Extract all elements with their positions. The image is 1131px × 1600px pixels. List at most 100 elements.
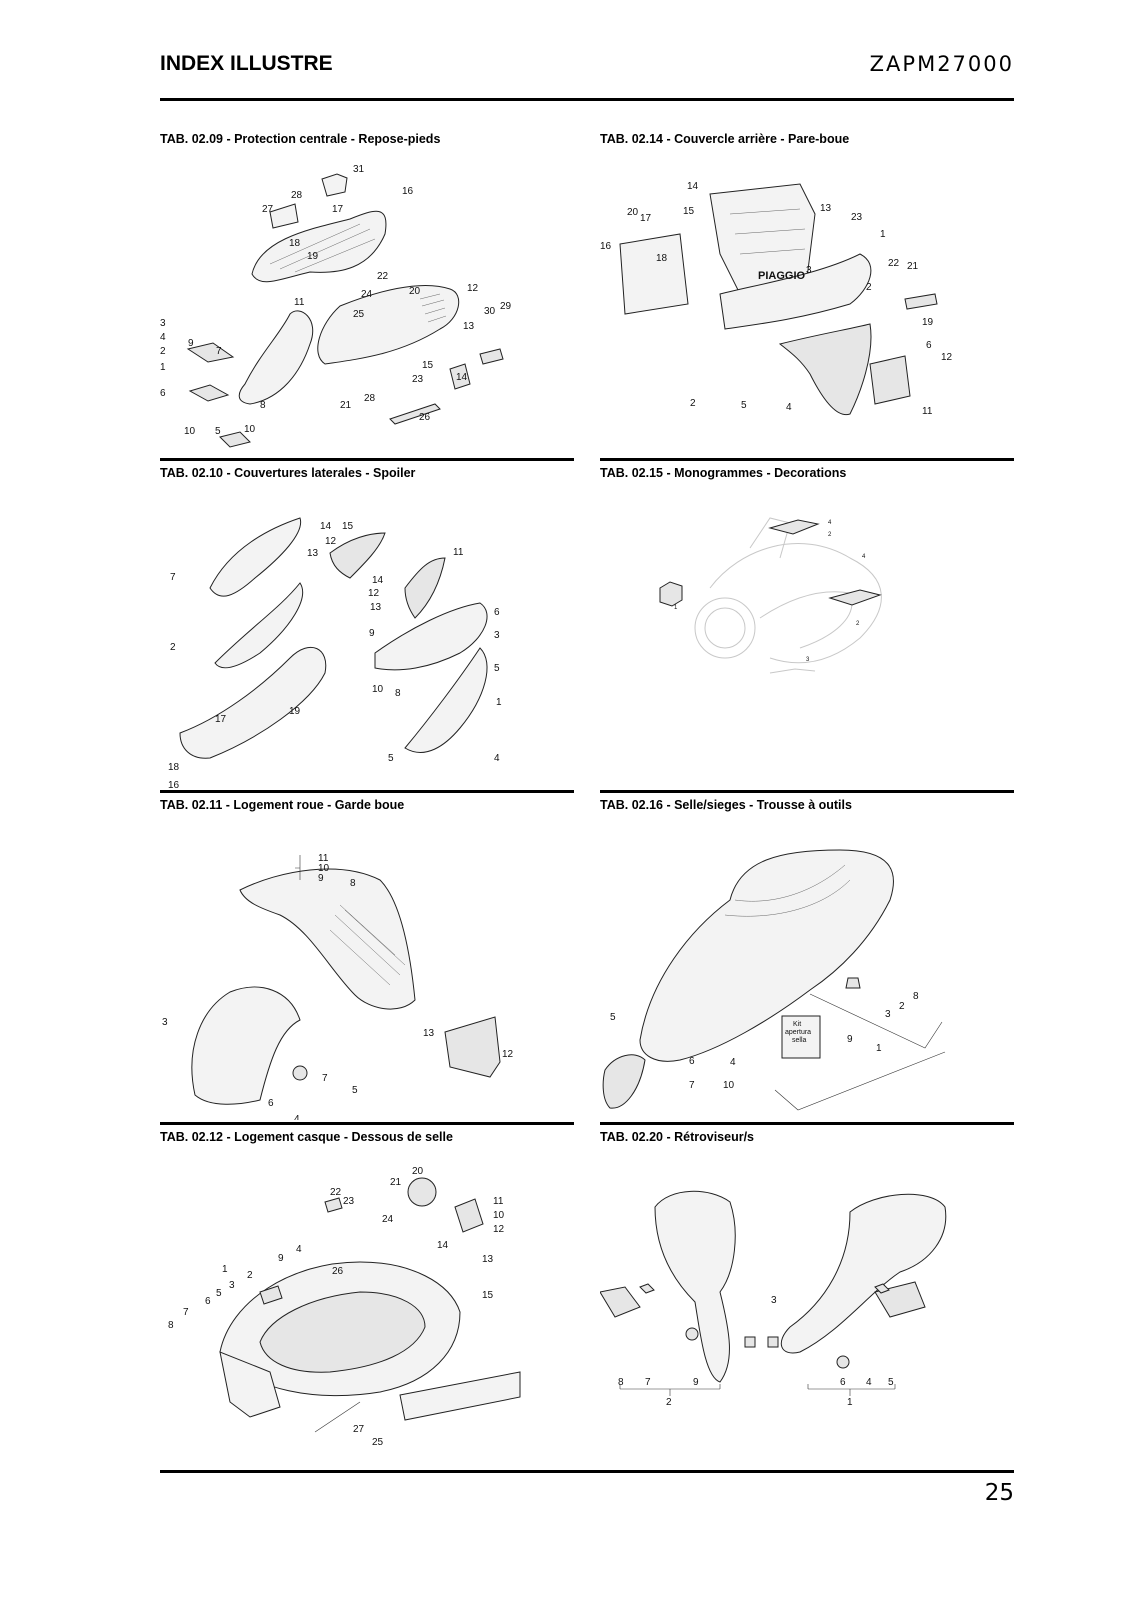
- svg-text:24: 24: [361, 289, 373, 300]
- panel-tab-02-20: TAB. 02.20 - Rétroviseur/s 3 8 7 9 2 6 4…: [600, 1130, 1014, 1448]
- callout-labels: 11 10 9 8 3 13 12 7 5 6 4: [162, 853, 514, 1120]
- callout-labels: 8 2 3 5 9 1 6 4 7 10: [610, 991, 919, 1091]
- page-title: INDEX ILLUSTRE: [160, 52, 333, 75]
- svg-text:11: 11: [922, 406, 933, 417]
- svg-text:13: 13: [820, 203, 832, 214]
- svg-text:apertura: apertura: [785, 1029, 811, 1036]
- svg-text:27: 27: [353, 1424, 365, 1435]
- svg-text:12: 12: [493, 1224, 505, 1235]
- svg-text:15: 15: [422, 360, 434, 371]
- svg-text:25: 25: [372, 1437, 384, 1448]
- svg-text:1: 1: [222, 1264, 228, 1275]
- svg-text:1: 1: [674, 605, 678, 611]
- svg-text:5: 5: [741, 400, 747, 411]
- svg-text:10: 10: [723, 1080, 735, 1091]
- svg-text:21: 21: [907, 261, 919, 272]
- svg-text:26: 26: [419, 412, 431, 423]
- svg-text:6: 6: [926, 340, 932, 351]
- svg-text:9: 9: [318, 873, 324, 884]
- svg-text:23: 23: [851, 212, 863, 223]
- svg-text:8: 8: [168, 1320, 174, 1331]
- svg-text:13: 13: [463, 321, 475, 332]
- svg-text:27: 27: [262, 204, 274, 215]
- svg-text:6: 6: [689, 1056, 695, 1067]
- footer-rule: [160, 1470, 1014, 1473]
- panel-tab-02-16: TAB. 02.16 - Selle/sieges - Trousse à ou…: [600, 798, 1014, 1116]
- svg-text:16: 16: [600, 241, 612, 252]
- svg-text:23: 23: [343, 1196, 355, 1207]
- svg-text:14: 14: [372, 575, 384, 586]
- svg-text:7: 7: [322, 1073, 328, 1084]
- svg-text:18: 18: [289, 238, 301, 249]
- svg-text:2: 2: [899, 1001, 905, 1012]
- svg-text:8: 8: [913, 991, 919, 1002]
- svg-text:19: 19: [922, 317, 934, 328]
- svg-text:3: 3: [806, 657, 810, 663]
- svg-text:8: 8: [618, 1377, 624, 1388]
- svg-text:6: 6: [160, 388, 166, 399]
- exploded-diagram-wheel-housing: 11 10 9 8 3 13 12 7 5 6 4: [162, 853, 514, 1120]
- svg-text:20: 20: [627, 207, 639, 218]
- svg-text:18: 18: [656, 253, 668, 264]
- svg-text:12: 12: [941, 352, 953, 363]
- brand-text: PIAGGIO: [758, 270, 806, 282]
- svg-text:8: 8: [395, 688, 401, 699]
- svg-text:10: 10: [244, 424, 256, 435]
- svg-text:14: 14: [687, 181, 699, 192]
- svg-text:3: 3: [494, 630, 500, 641]
- exploded-diagram-central-protection: 31 28 16 27 17 18 19 22 24 20 12 11 25 3…: [160, 164, 512, 448]
- panel-tab-02-09: TAB. 02.09 - Protection centrale - Repos…: [160, 132, 574, 450]
- svg-text:6: 6: [205, 1296, 211, 1307]
- svg-text:2: 2: [247, 1270, 253, 1281]
- svg-text:13: 13: [307, 548, 319, 559]
- svg-text:13: 13: [370, 602, 382, 613]
- svg-text:17: 17: [332, 204, 344, 215]
- svg-text:17: 17: [215, 714, 227, 725]
- exploded-diagram-mirrors: 3 8 7 9 2 6 4 5 1: [600, 1190, 947, 1408]
- svg-text:2: 2: [866, 282, 872, 293]
- svg-text:28: 28: [291, 190, 303, 201]
- svg-text:5: 5: [388, 753, 394, 764]
- svg-text:1: 1: [496, 697, 502, 708]
- callout-labels: 14 15 12 13 11 7 14 12 13 6 9 3 2 5 10 8…: [168, 521, 502, 788]
- panel-caption: TAB. 02.14 - Couvercle arrière - Pare-bo…: [600, 132, 850, 146]
- svg-text:10: 10: [318, 863, 330, 874]
- svg-text:2: 2: [666, 1397, 672, 1408]
- svg-text:16: 16: [402, 186, 414, 197]
- svg-text:15: 15: [342, 521, 354, 532]
- svg-text:19: 19: [307, 251, 319, 262]
- svg-text:13: 13: [482, 1254, 494, 1265]
- svg-text:22: 22: [888, 258, 900, 269]
- svg-text:31: 31: [353, 164, 365, 175]
- svg-text:12: 12: [368, 588, 380, 599]
- svg-text:3: 3: [771, 1295, 777, 1306]
- svg-text:14: 14: [320, 521, 332, 532]
- svg-text:10: 10: [372, 684, 384, 695]
- svg-text:4: 4: [862, 554, 866, 560]
- panel-tab-02-10: TAB. 02.10 - Couvertures laterales - Spo…: [160, 466, 574, 788]
- svg-text:1: 1: [847, 1397, 853, 1408]
- callout-labels: 14 15 20 17 13 23 16 18 1 22 21 3 2 19 6…: [600, 181, 953, 417]
- panel-tab-02-12: TAB. 02.12 - Logement casque - Dessous d…: [160, 1130, 574, 1448]
- section-divider: [160, 458, 574, 461]
- svg-text:9: 9: [278, 1253, 284, 1264]
- section-divider: [600, 1122, 1014, 1125]
- svg-text:21: 21: [340, 400, 352, 411]
- svg-text:15: 15: [683, 206, 695, 217]
- svg-text:1: 1: [160, 362, 166, 373]
- section-divider: [600, 790, 1014, 793]
- panel-tab-02-11: TAB. 02.11 - Logement roue - Garde boue …: [160, 798, 574, 1120]
- svg-text:9: 9: [693, 1377, 699, 1388]
- document-code: ZAPM27000: [869, 52, 1014, 76]
- svg-text:5: 5: [215, 426, 221, 437]
- panel-caption: TAB. 02.12 - Logement casque - Dessous d…: [160, 1130, 453, 1144]
- svg-text:3: 3: [885, 1009, 891, 1020]
- svg-text:4: 4: [296, 1244, 302, 1255]
- exploded-diagram-side-covers: 14 15 12 13 11 7 14 12 13 6 9 3 2 5 10 8…: [168, 517, 502, 788]
- svg-text:7: 7: [216, 346, 222, 357]
- kit-label: Kit apertura sella: [785, 1021, 811, 1044]
- exploded-diagram-rear-cover: 14 15 20 17 13 23 16 18 1 22 21 3 2 19 6…: [600, 181, 953, 417]
- svg-text:11: 11: [493, 1196, 504, 1207]
- svg-text:2: 2: [828, 532, 832, 538]
- svg-text:5: 5: [610, 1012, 616, 1023]
